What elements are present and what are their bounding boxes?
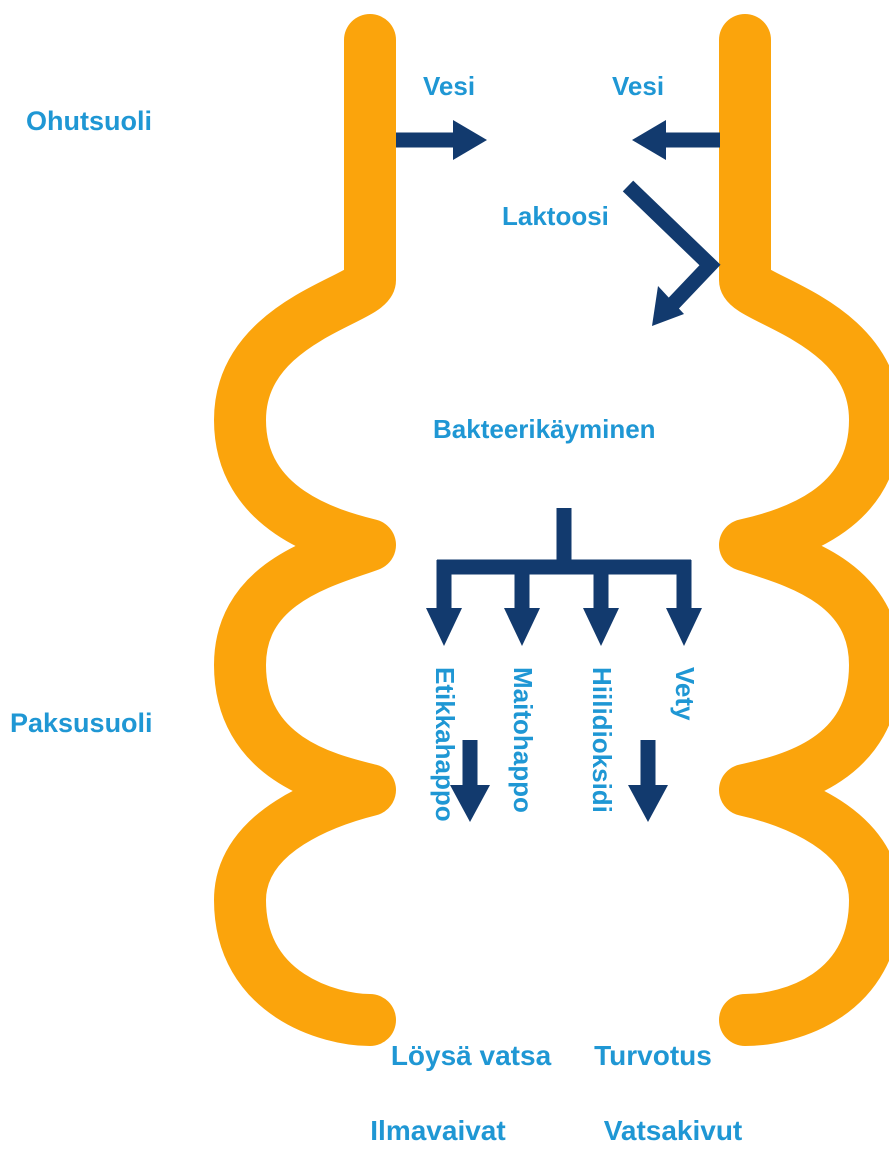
symptom-arrow-right [628,740,668,822]
lactose-arrow [622,180,721,326]
fermentation-branch-arrows [426,508,702,646]
label-water-out: Vesi [423,71,475,101]
intestine-right-wall [719,14,889,1046]
product-carbon-dioxide: Hiilidioksidi [587,667,617,813]
arrow-head-co2 [583,608,619,646]
water-in-arrow [632,120,720,160]
arrow-head-hydrogen [666,608,702,646]
label-water-in: Vesi [612,71,664,101]
label-small-intestine: Ohutsuoli [26,106,152,136]
label-lactose: Laktoosi [502,201,609,231]
arrow-head-lactic [504,608,540,646]
label-large-intestine: Paksusuoli [10,708,153,738]
arrow-head-acetic [426,608,462,646]
symptom-loose-stool: Löysä vatsa [391,1040,552,1071]
symptom-arrow-left [450,740,490,822]
intestine-left-wall [214,14,396,1046]
product-acetic-acid: Etikkahappo [430,667,460,822]
water-out-arrow [396,120,487,160]
symptom-bloating: Turvotus [594,1040,712,1071]
product-hydrogen: Vety [670,667,700,721]
symptom-abdominal-pain: Vatsakivut [604,1115,743,1146]
product-lactic-acid: Maitohappo [508,667,538,813]
label-fermentation: Bakteerikäyminen [433,414,656,444]
symptom-gas: Ilmavaivat [370,1115,505,1146]
